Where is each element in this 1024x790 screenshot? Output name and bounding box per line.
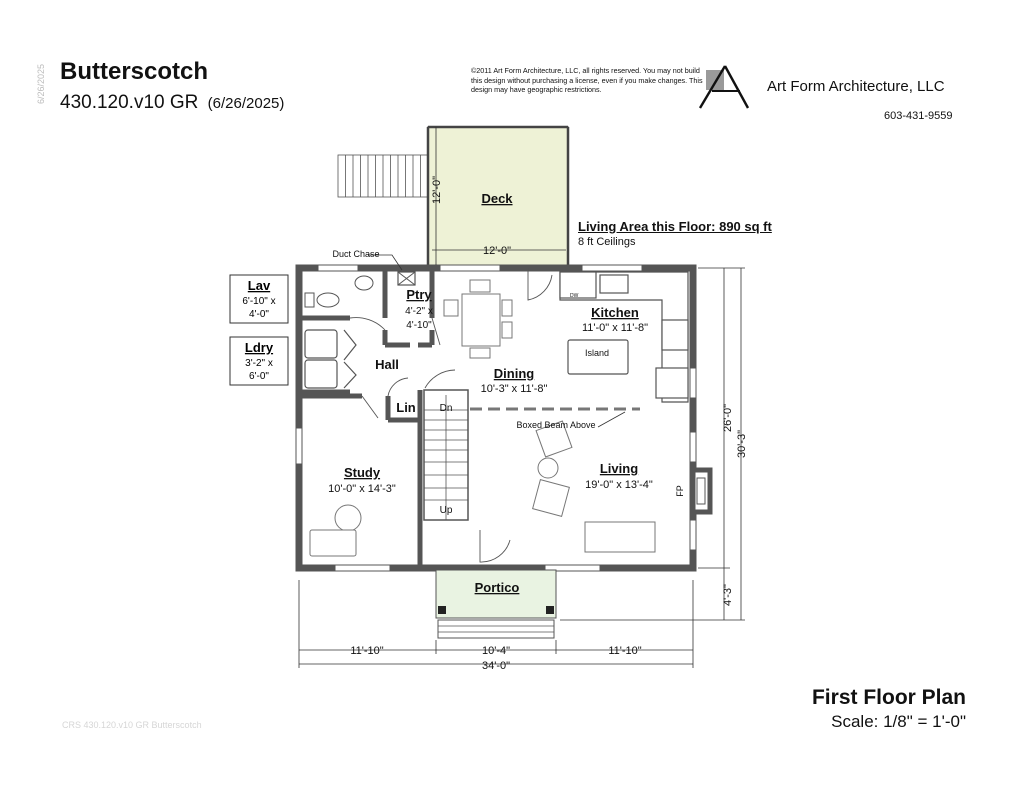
watermark: CRS 430.120.v10 GR Butterscotch (62, 720, 202, 730)
lav-label: Lav (248, 278, 271, 293)
right-segment-dim: 11'-10" (608, 645, 641, 657)
dining-label: Dining (494, 366, 534, 381)
door-swings (349, 268, 553, 563)
firm-phone: 603-431-9559 (884, 110, 953, 122)
ldry-callout: Ldry 3'-2" x 6'-0" (229, 336, 289, 386)
deck-stairs (337, 154, 429, 198)
plan-code-line: 430.120.v10 GR (6/26/2025) (60, 92, 284, 114)
deck-label: Deck (481, 191, 513, 206)
ldry-label: Ldry (245, 340, 274, 355)
plan-code: 430.120.v10 GR (60, 92, 199, 113)
living-dim: 19'-0" x 13'-4" (585, 479, 653, 491)
study-furniture (309, 504, 362, 557)
island-label: Island (585, 348, 609, 358)
laundry-machines (304, 329, 357, 389)
firm-logo-icon (698, 65, 750, 109)
kitchen-label: Kitchen (591, 305, 639, 320)
portico-depth-dim: 4'-3" (722, 584, 734, 606)
house-depth-inner-dim: 26'-0" (722, 404, 734, 432)
middle-segment-dim: 10'-4" (482, 645, 510, 657)
windows (295, 264, 697, 572)
portico (435, 569, 557, 639)
house-depth-total-dim: 30'-3" (736, 430, 748, 458)
copyright-notice: ©2011 Art Form Architecture, LLC, all ri… (471, 66, 703, 94)
main-stairs (423, 389, 469, 521)
left-segment-dim: 11'-10" (350, 645, 383, 657)
duct-chase-label: Duct Chase (332, 249, 379, 259)
sheet-scale: Scale: 1/8" = 1'-0" (831, 712, 966, 731)
plan-date: (6/26/2025) (207, 95, 285, 112)
stairs-down-label: Dn (440, 403, 453, 414)
lav-fixtures (304, 275, 374, 308)
fireplace-label: FP (675, 485, 685, 497)
dining-dim: 10'-3" x 11'-8" (481, 383, 548, 395)
pantry-dim-1: 4'-2" x (405, 306, 433, 317)
overall-width-dim: 34'-0" (482, 660, 510, 672)
linen-label: Lin (396, 400, 416, 415)
firm-name: Art Form Architecture, LLC (767, 78, 945, 95)
fireplace (690, 467, 713, 515)
deck-width-dim: 12'-0" (483, 245, 511, 257)
plan-name-title: Butterscotch (60, 58, 209, 85)
deck-area (427, 126, 569, 268)
lav-callout: Lav 6'-10" x 4'-0" (229, 274, 289, 324)
living-furniture (532, 420, 656, 553)
sheet-title: First Floor Plan (811, 686, 966, 709)
lav-dim-1: 6'-10" x (242, 296, 275, 307)
dimension-lines (298, 127, 745, 668)
portico-label: Portico (475, 580, 520, 595)
study-label: Study (344, 465, 381, 480)
ceiling-height: 8 ft Ceilings (578, 236, 636, 248)
dishwasher-label: DW (570, 293, 579, 299)
lav-dim-2: 4'-0" (249, 309, 269, 320)
duct-chase (368, 254, 416, 286)
living-label: Living (600, 461, 638, 476)
living-area-title: Living Area this Floor: 890 sq ft (578, 219, 772, 234)
study-dim: 10'-0" x 14'-3" (328, 483, 396, 495)
interior-walls (299, 268, 435, 568)
ldry-dim-1: 3'-2" x (245, 358, 273, 369)
boxed-beam-label: Boxed Beam Above (516, 420, 595, 430)
deck-depth-dim: 12'-0" (431, 176, 443, 204)
pantry-dim-2: 4'-10" (406, 320, 432, 331)
ldry-dim-2: 6'-0" (249, 371, 269, 382)
hall-label: Hall (375, 357, 399, 372)
kitchen-dim: 11'-0" x 11'-8" (582, 322, 648, 334)
pantry-label: Ptry (406, 287, 432, 302)
stairs-up-label: Up (440, 505, 453, 516)
dining-table (443, 279, 513, 359)
kitchen-cabinets (559, 271, 689, 403)
